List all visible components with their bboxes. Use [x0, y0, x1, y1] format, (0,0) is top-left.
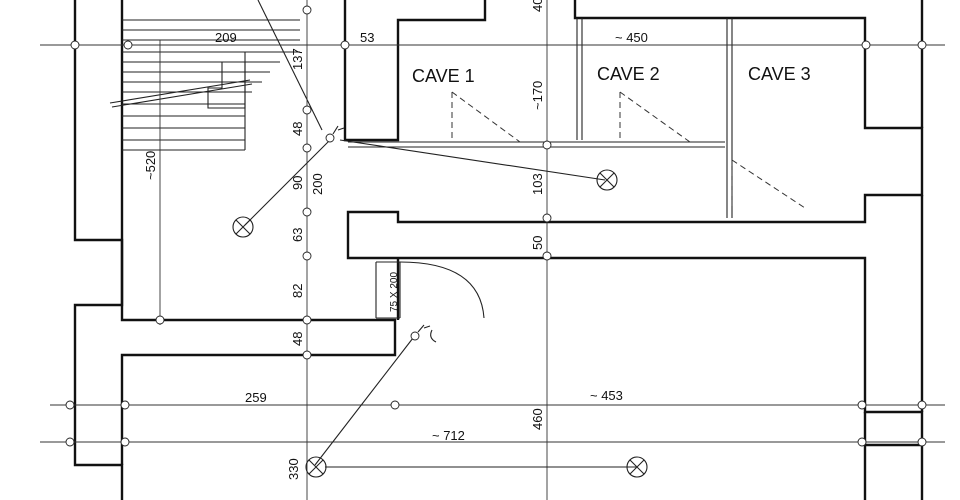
- switch-icon: [325, 125, 345, 143]
- tick: [123, 40, 133, 50]
- dim-label-137: 137: [290, 48, 305, 70]
- cave-partition-1: [576, 18, 583, 140]
- door: [375, 261, 485, 319]
- stair-break-line: [109, 79, 253, 108]
- tick: [917, 437, 927, 447]
- dim-label-200: 200: [310, 173, 325, 195]
- dim-label-460: 460: [530, 408, 545, 430]
- door-swing: [399, 261, 485, 319]
- light-fixture-icon: [596, 169, 618, 191]
- wiring: [244, 139, 636, 468]
- dim-label-40: 40: [530, 0, 545, 12]
- walls: [73, 0, 924, 500]
- tick: [542, 213, 552, 223]
- tick: [302, 105, 312, 115]
- stair-landing: [207, 61, 246, 109]
- tick: [542, 140, 552, 150]
- tick: [302, 143, 312, 153]
- tick: [65, 437, 75, 447]
- tick: [155, 315, 165, 325]
- tick: [302, 5, 312, 15]
- stair-steps: [122, 19, 300, 151]
- dim-label-53: 53: [360, 30, 374, 45]
- cave-partition-2: [726, 18, 733, 218]
- dimension-ticks: [65, 5, 927, 447]
- switch-icon: [410, 324, 437, 343]
- switches: [325, 125, 437, 343]
- tick: [340, 40, 350, 50]
- tick: [861, 40, 871, 50]
- light-fixture-icon: [232, 216, 254, 238]
- light-fixture-icon: [305, 456, 327, 478]
- room-label-cave-1: CAVE 1: [412, 66, 475, 86]
- left-inner-wall: [120, 0, 397, 465]
- dim-label-82: 82: [290, 284, 305, 298]
- dim-label-712: ~ 712: [432, 428, 465, 443]
- dim-label-170: ~170: [530, 81, 545, 110]
- tick: [65, 400, 75, 410]
- dim-label-48-top: 48: [290, 122, 305, 136]
- wire-cave-light: [339, 139, 606, 181]
- light-fixture-icon: [626, 456, 648, 478]
- room-labels: CAVE 1 CAVE 2 CAVE 3: [412, 64, 811, 86]
- tick: [302, 251, 312, 261]
- wire-stair-light: [244, 139, 331, 226]
- ceiling-lights: [232, 169, 648, 478]
- tick: [302, 207, 312, 217]
- stair-diagonal: [257, 0, 323, 131]
- room-label-cave-3: CAVE 3: [748, 64, 811, 84]
- room-label-cave-2: CAVE 2: [597, 64, 660, 84]
- tick: [302, 350, 312, 360]
- dim-label-520: ~520: [143, 151, 158, 180]
- door-size-label: 75 X 200: [389, 272, 400, 312]
- tick: [857, 437, 867, 447]
- wire-lower-switch: [314, 337, 414, 466]
- left-outer-wall: [73, 0, 124, 500]
- cave-3-shelf: [731, 159, 806, 210]
- dimension-lines: [40, 0, 945, 500]
- partitions: [348, 18, 806, 218]
- tick: [917, 40, 927, 50]
- dim-label-103: 103: [530, 173, 545, 195]
- tick: [120, 437, 130, 447]
- dim-label-450: ~ 450: [615, 30, 648, 45]
- dim-label-90: 90: [290, 176, 305, 190]
- dim-label-50: 50: [530, 236, 545, 250]
- dim-label-48-bottom: 48: [290, 332, 305, 346]
- tick: [542, 251, 552, 261]
- cave-1-shelf: [451, 91, 521, 143]
- cave-front-line: [348, 141, 725, 148]
- dimension-labels: 209 53 ~ 450 259 ~ 453 ~ 712 137 48 90 2…: [143, 0, 648, 480]
- tick: [302, 315, 312, 325]
- tick: [857, 400, 867, 410]
- dim-label-63: 63: [290, 228, 305, 242]
- right-outer-wall: [863, 0, 924, 500]
- door-frame: [375, 261, 400, 319]
- dim-label-209: 209: [215, 30, 237, 45]
- staircase: [109, 0, 323, 151]
- tick: [917, 400, 927, 410]
- dim-label-330: 330: [286, 458, 301, 480]
- tick: [120, 400, 130, 410]
- tick: [70, 40, 80, 50]
- cave-2-shelf: [619, 91, 691, 143]
- cave-top-wall: [346, 0, 924, 500]
- dim-label-453: ~ 453: [590, 388, 623, 403]
- stair-wall: [343, 0, 487, 142]
- tick: [390, 400, 400, 410]
- dim-label-259: 259: [245, 390, 267, 405]
